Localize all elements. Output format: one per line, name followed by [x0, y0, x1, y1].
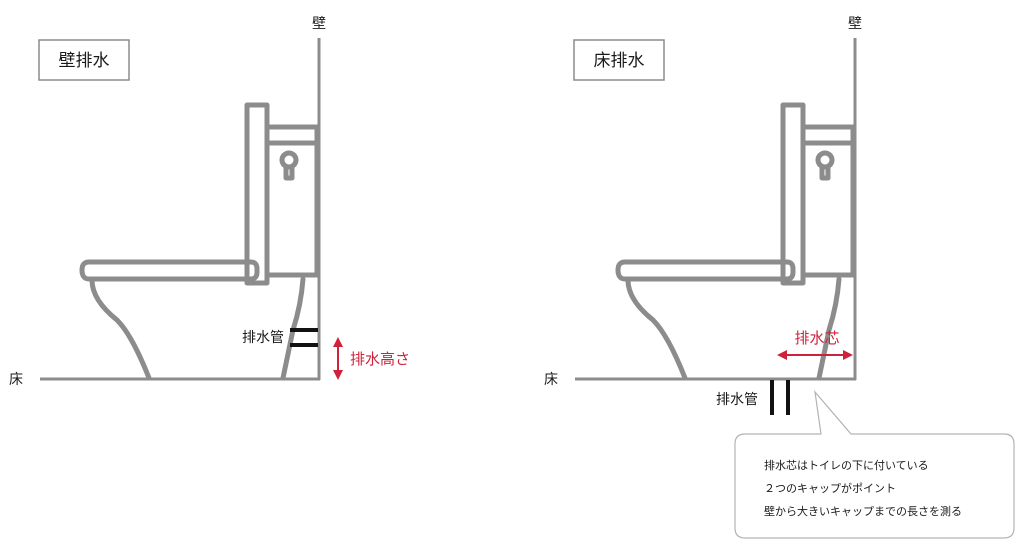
right-wall-label: 壁	[848, 16, 862, 32]
left-pipe-label: 排水管	[242, 330, 284, 346]
left-panel: 壁排水 壁 床 排水管 排水高さ	[9, 16, 410, 388]
left-title-box	[38, 39, 130, 81]
right-pipe-label: 排水管	[716, 392, 758, 408]
right-floor-label: 床	[544, 372, 558, 388]
left-floor-label: 床	[9, 372, 23, 388]
callout-line-2: ２つのキャップがポイント	[764, 481, 896, 495]
callout-line-3: 壁から大きいキャップまでの長さを測る	[764, 504, 962, 518]
left-wall-label: 壁	[312, 16, 326, 32]
right-center-label: 排水芯	[794, 329, 839, 347]
right-title: 床排水	[594, 51, 645, 71]
left-height-arrow	[333, 337, 343, 380]
callout-line-1: 排水芯はトイレの下に付いている	[764, 458, 929, 472]
right-panel: 床排水 壁 床 排水管 排水芯 排水芯はトイレの下に付いている ２つのキャップが…	[544, 16, 1015, 539]
left-title: 壁排水	[59, 51, 110, 71]
callout-bubble	[734, 390, 1015, 539]
right-title-box	[573, 39, 665, 81]
right-center-arrow	[777, 350, 853, 360]
left-height-label: 排水高さ	[350, 350, 410, 368]
